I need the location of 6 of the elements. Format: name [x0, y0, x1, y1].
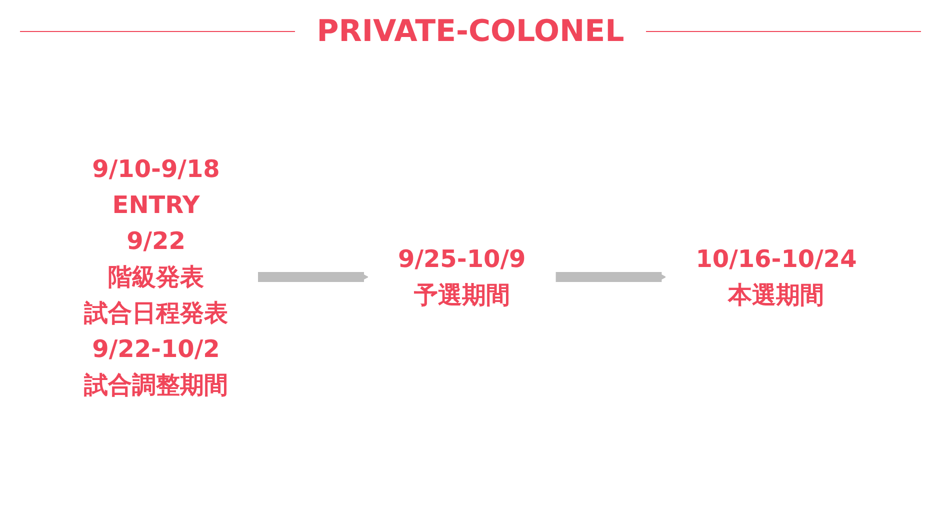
title: PRIVATE-COLONEL — [316, 14, 626, 49]
node-text: 10/16-10/24 本選期間 — [696, 244, 857, 308]
arrow — [258, 272, 368, 282]
arrow — [556, 272, 666, 282]
node-text: 9/25-10/9 予選期間 — [398, 244, 526, 308]
node-text: 9/10-9/18 ENTRY 9/22 階級発表 試合日程発表 9/22-10/2 試合調整期間 — [84, 154, 228, 398]
